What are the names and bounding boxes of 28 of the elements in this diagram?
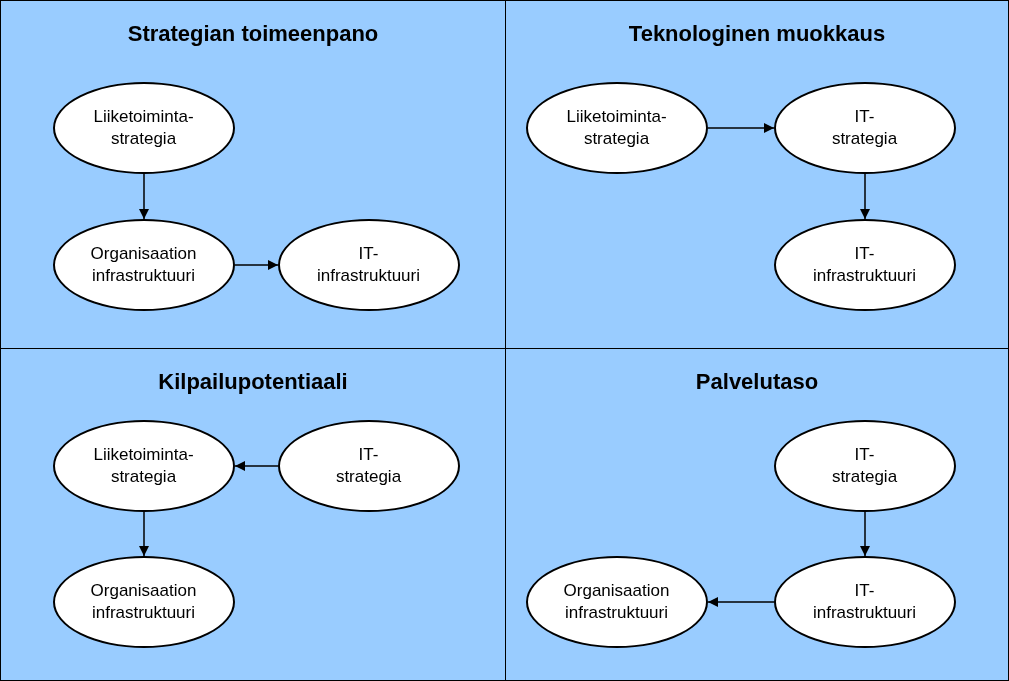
node-text: IT- infrastruktuuri [813, 579, 916, 624]
arrow [860, 173, 870, 220]
node-text: Organisaation infrastruktuuri [563, 579, 670, 624]
node-text: IT- infrastruktuuri [813, 242, 916, 287]
node-text: Liiketoiminta- strategia [93, 443, 194, 488]
panel-heading: Teknologinen muokkaus [627, 21, 887, 47]
node-text: IT- infrastruktuuri [317, 242, 420, 287]
arrow [234, 260, 279, 270]
quadrant-panel [0, 0, 506, 349]
arrow [234, 461, 279, 471]
arrow [139, 173, 149, 220]
quadrant-panel [505, 0, 1009, 349]
node-text: IT- strategia [831, 105, 898, 150]
arrow [860, 511, 870, 557]
arrow [707, 123, 775, 133]
node-text: Organisaation infrastruktuuri [90, 242, 197, 287]
quadrant-panel [0, 348, 506, 681]
arrow [139, 511, 149, 557]
panel-heading: Palvelutaso [694, 369, 820, 395]
node-text: IT- strategia [335, 443, 402, 488]
panel-heading: Kilpailupotentiaali [157, 369, 349, 395]
node-text: IT- strategia [831, 443, 898, 488]
quadrant-panel [505, 348, 1009, 681]
node-text: Organisaation infrastruktuuri [90, 579, 197, 624]
panel-heading: Strategian toimeenpano [126, 21, 380, 47]
node-text: Liiketoiminta- strategia [566, 105, 667, 150]
node-text: Liiketoiminta- strategia [93, 105, 194, 150]
arrow [707, 597, 775, 607]
